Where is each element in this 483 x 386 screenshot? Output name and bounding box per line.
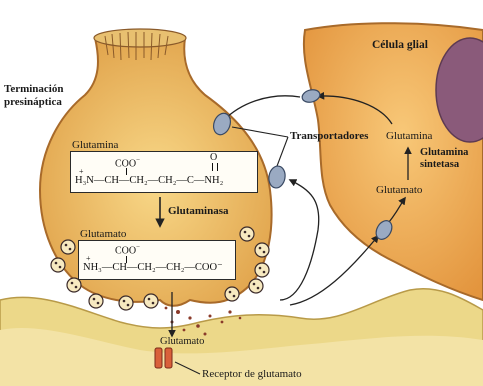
glutamate-coo: COO− bbox=[115, 244, 140, 256]
glutamine-oxygen: O bbox=[210, 153, 217, 163]
glial-glutamate-uptake-arrow bbox=[290, 236, 378, 305]
presynaptic-label-line1: Terminación bbox=[4, 84, 64, 95]
glutamine-synthetase-label-line2: sintetasa bbox=[420, 160, 459, 171]
glutamate-coo-charge: − bbox=[136, 243, 140, 251]
glutamate-formula-main: NH₃—CH—CH₂—CH₂—COO⁻ bbox=[83, 263, 223, 274]
presynaptic-label-line2: presináptica bbox=[4, 97, 62, 108]
glutamine-synthetase-label-line1: Glutamina bbox=[420, 148, 468, 159]
glutamine-glial-label: Glutamina bbox=[386, 131, 432, 142]
glutamine-formula-main: H₃N—CH—CH₂—CH₂—C—NH₂ bbox=[75, 176, 223, 187]
glutamine-bond-vertical bbox=[126, 168, 127, 175]
glutamine-box-title: Glutamina bbox=[72, 140, 118, 151]
glutamate-glial-label: Glutamato bbox=[376, 185, 422, 196]
glial-cell-label: Célula glial bbox=[372, 40, 428, 52]
glutamate-cleft-label: Glutamato bbox=[160, 337, 204, 348]
receptor-label: Receptor de glutamato bbox=[202, 369, 302, 380]
axon-cut-surface bbox=[94, 29, 186, 47]
glutamate-box-title: Glutamato bbox=[80, 229, 126, 240]
glutamine-uptake-arrow bbox=[224, 96, 300, 120]
glutamate-formula-box bbox=[78, 240, 236, 280]
glutamine-coo-charge: − bbox=[136, 156, 140, 164]
glutamine-coo: COO− bbox=[115, 157, 140, 169]
glutamate-reuptake-arrow bbox=[280, 180, 319, 300]
transporters-label: Transportadores bbox=[290, 131, 368, 142]
glutaminase-label: Glutaminasa bbox=[168, 206, 229, 217]
glutamine-formula-box bbox=[70, 151, 258, 193]
glutamine-double-bond bbox=[212, 163, 218, 171]
